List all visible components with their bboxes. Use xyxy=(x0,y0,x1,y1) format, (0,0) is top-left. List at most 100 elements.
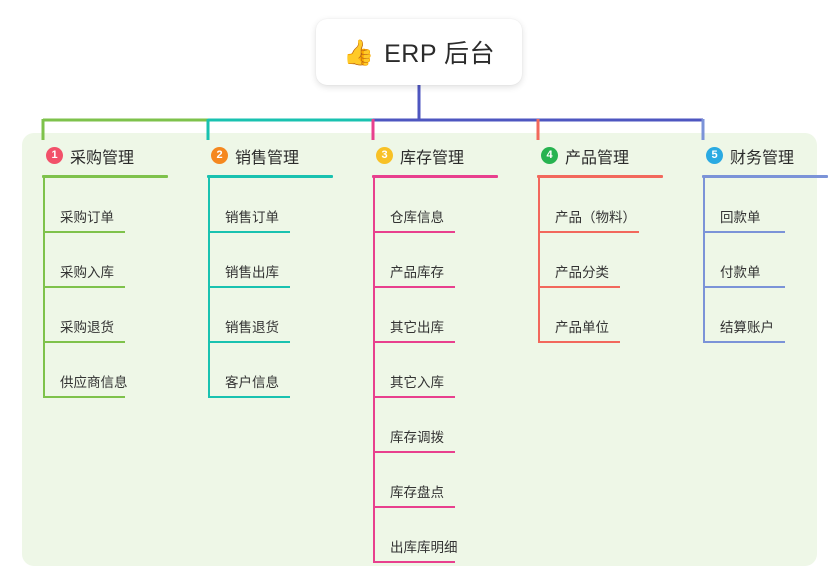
branch-item[interactable]: 产品（物料） xyxy=(525,178,690,233)
branch-item-label: 仓库信息 xyxy=(390,210,444,225)
branch-item-underline xyxy=(373,231,455,233)
branch-items: 产品（物料） 产品分类产品单位 xyxy=(525,178,690,343)
branch-badge-5: 5 xyxy=(706,147,723,164)
branch-item-label: 采购订单 xyxy=(60,210,114,225)
branch-columns: 1 采购管理采购订单采购入库采购退货供应商信息 2 销售管理销售订单销售出库销售退货客… xyxy=(22,133,828,566)
branch-item-underline xyxy=(538,286,620,288)
branch-title: 财务管理 xyxy=(730,149,795,167)
root-node-title: ERP 后台 xyxy=(384,40,496,68)
branch-item-underline xyxy=(373,396,455,398)
branch-item-label: 库存盘点 xyxy=(390,485,444,500)
branches-panel xyxy=(22,133,817,566)
branch-trunk-line xyxy=(43,178,45,398)
branch-item-underline xyxy=(703,231,785,233)
branch-item-label: 销售退货 xyxy=(225,320,279,335)
branch-item-label: 销售订单 xyxy=(225,210,279,225)
branch-badge-3: 3 xyxy=(376,147,393,164)
branch-item[interactable]: 销售订单 xyxy=(195,178,360,233)
branch-column-3: 3 库存管理仓库信息产品库存其它出库其它入库库存调拨库存盘点出库库明细 xyxy=(360,133,525,563)
branch-item-underline xyxy=(373,286,455,288)
branch-item-label: 其它入库 xyxy=(390,375,444,390)
branch-item-underline xyxy=(208,396,290,398)
branch-item-underline xyxy=(43,231,125,233)
branch-items: 销售订单销售出库销售退货客户信息 xyxy=(195,178,360,398)
branch-badge-1: 1 xyxy=(46,147,63,164)
branch-title: 采购管理 xyxy=(70,149,135,167)
branch-item[interactable]: 销售退货 xyxy=(195,288,360,343)
branch-item-underline xyxy=(208,231,290,233)
branch-item[interactable]: 采购入库 xyxy=(30,233,195,288)
branch-item-label: 出库库明细 xyxy=(390,540,458,555)
thumbs-up-icon: 👍 xyxy=(342,37,375,67)
branch-item-underline xyxy=(538,231,639,233)
branch-header-4[interactable]: 4 产品管理 xyxy=(525,133,690,178)
branch-item[interactable]: 产品分类 xyxy=(525,233,690,288)
branch-item[interactable]: 回款单 xyxy=(690,178,839,233)
branch-trunk-line xyxy=(373,178,375,563)
branch-item[interactable]: 采购退货 xyxy=(30,288,195,343)
branch-column-5: 5 财务管理回款单付款单结算账户 xyxy=(690,133,839,343)
root-node[interactable]: 👍 ERP 后台 xyxy=(316,19,522,85)
branch-item-underline xyxy=(208,286,290,288)
branch-item-underline xyxy=(373,341,455,343)
branch-header-3[interactable]: 3 库存管理 xyxy=(360,133,525,178)
branch-item[interactable]: 采购订单 xyxy=(30,178,195,233)
branch-item[interactable]: 产品单位 xyxy=(525,288,690,343)
branch-trunk-line xyxy=(538,178,540,343)
branch-title: 销售管理 xyxy=(235,149,300,167)
branch-item-underline xyxy=(43,341,125,343)
branch-column-1: 1 采购管理采购订单采购入库采购退货供应商信息 xyxy=(30,133,195,398)
branch-badge-2: 2 xyxy=(211,147,228,164)
branch-item-underline xyxy=(373,451,455,453)
branch-trunk-line xyxy=(208,178,210,398)
branch-items: 仓库信息产品库存其它出库其它入库库存调拨库存盘点出库库明细 xyxy=(360,178,525,563)
branch-item-label: 产品单位 xyxy=(555,320,609,335)
branch-item-underline xyxy=(43,286,125,288)
branch-item-underline xyxy=(703,286,785,288)
branch-badge-4: 4 xyxy=(541,147,558,164)
branch-item-label: 库存调拨 xyxy=(390,430,444,445)
branch-item-label: 采购入库 xyxy=(60,265,114,280)
branch-item-label: 回款单 xyxy=(720,210,761,225)
branch-item[interactable]: 结算账户 xyxy=(690,288,839,343)
branch-title: 库存管理 xyxy=(400,149,465,167)
branch-header-underline xyxy=(207,175,333,178)
branch-item[interactable]: 仓库信息 xyxy=(360,178,525,233)
branch-items: 回款单付款单结算账户 xyxy=(690,178,839,343)
branch-item[interactable]: 其它出库 xyxy=(360,288,525,343)
branch-item[interactable]: 供应商信息 xyxy=(30,343,195,398)
branch-item-label: 采购退货 xyxy=(60,320,114,335)
branch-item[interactable]: 库存盘点 xyxy=(360,453,525,508)
branch-item-label: 客户信息 xyxy=(225,375,279,390)
branch-trunk-line xyxy=(703,178,705,343)
branch-item[interactable]: 客户信息 xyxy=(195,343,360,398)
branch-item-underline xyxy=(43,396,125,398)
branch-item-underline xyxy=(703,341,785,343)
branch-item-label: 产品分类 xyxy=(555,265,609,280)
branch-header-2[interactable]: 2 销售管理 xyxy=(195,133,360,178)
branch-item-label: 产品库存 xyxy=(390,265,444,280)
branch-item-label: 销售出库 xyxy=(225,265,279,280)
branch-item[interactable]: 库存调拨 xyxy=(360,398,525,453)
branch-items: 采购订单采购入库采购退货供应商信息 xyxy=(30,178,195,398)
branch-item[interactable]: 销售出库 xyxy=(195,233,360,288)
branch-header-1[interactable]: 1 采购管理 xyxy=(30,133,195,178)
branch-item-label: 供应商信息 xyxy=(60,375,128,390)
branch-header-underline xyxy=(537,175,663,178)
branch-header-underline xyxy=(702,175,828,178)
branch-item-underline xyxy=(373,506,455,508)
branch-column-4: 4 产品管理产品（物料） 产品分类产品单位 xyxy=(525,133,690,343)
branch-item[interactable]: 出库库明细 xyxy=(360,508,525,563)
branch-title: 产品管理 xyxy=(565,149,630,167)
branch-item[interactable]: 付款单 xyxy=(690,233,839,288)
branch-item[interactable]: 其它入库 xyxy=(360,343,525,398)
branch-item-label: 其它出库 xyxy=(390,320,444,335)
branch-item-label: 结算账户 xyxy=(720,320,774,335)
branch-header-5[interactable]: 5 财务管理 xyxy=(690,133,839,178)
branch-item[interactable]: 产品库存 xyxy=(360,233,525,288)
branch-item-label: 产品（物料） xyxy=(555,210,636,225)
branch-item-underline xyxy=(373,561,455,563)
branch-header-underline xyxy=(42,175,168,178)
branch-header-underline xyxy=(372,175,498,178)
